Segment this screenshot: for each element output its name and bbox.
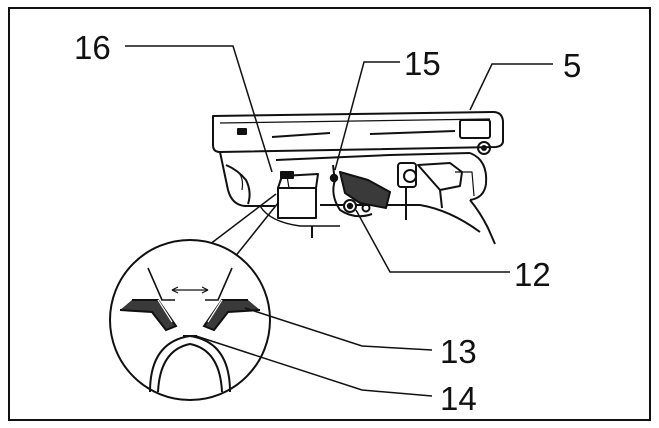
callout-5: 5 bbox=[563, 47, 581, 84]
leader-12 bbox=[355, 209, 510, 273]
callout-16: 16 bbox=[74, 29, 111, 66]
callout-15: 15 bbox=[404, 45, 441, 82]
leader-14 bbox=[195, 335, 433, 397]
leader-13 bbox=[244, 307, 433, 351]
leader-lines bbox=[125, 45, 553, 397]
callout-13: 13 bbox=[440, 333, 477, 370]
leader-5 bbox=[469, 63, 553, 111]
machine-housing bbox=[212, 111, 504, 245]
leader-16 bbox=[125, 45, 273, 173]
callout-12: 12 bbox=[514, 256, 551, 293]
magnified-detail bbox=[109, 239, 271, 401]
callout-14: 14 bbox=[440, 380, 477, 417]
leader-15 bbox=[334, 61, 400, 171]
diagram-frame bbox=[8, 7, 651, 421]
